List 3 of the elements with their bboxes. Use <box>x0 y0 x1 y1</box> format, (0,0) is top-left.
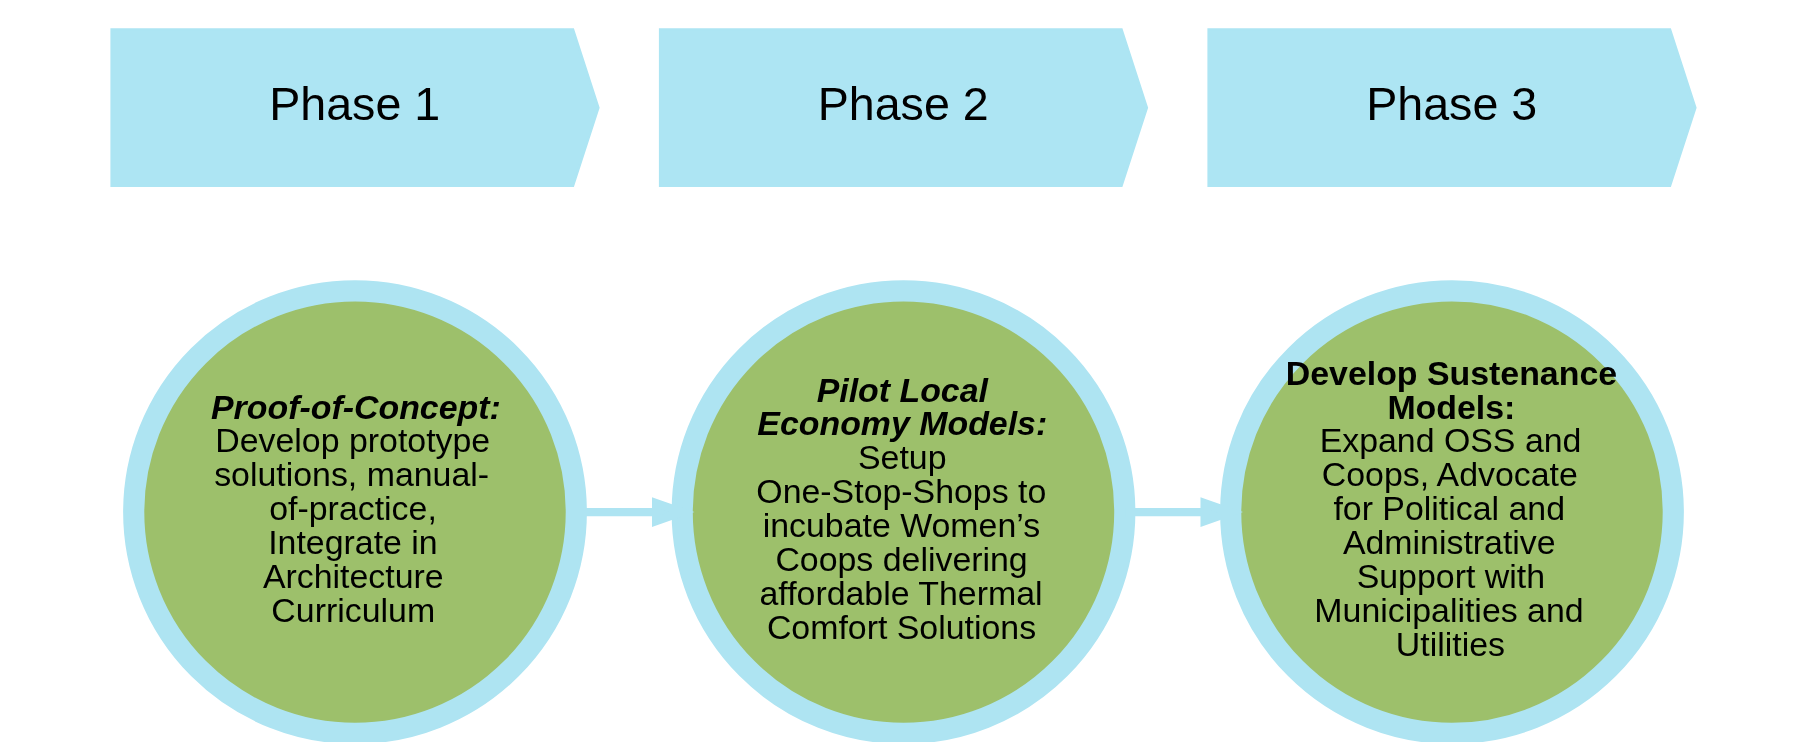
node-circle: Develop Sustenance Models: Expand OSS and Coops, Advocate for Political and Administrative Support with Municipalities and Utilities <box>1219 280 1684 742</box>
node-circle: Pilot Local Economy Models: Setup One-Stop-Shops to incubate Women’s Coops delivering affordable Thermal Comfort Solutions <box>671 280 1135 742</box>
node-circle: Proof-of-Concept: Develop prototype solutions, manual-of-practice, Integrate in Architecture Curriculum <box>122 280 587 742</box>
